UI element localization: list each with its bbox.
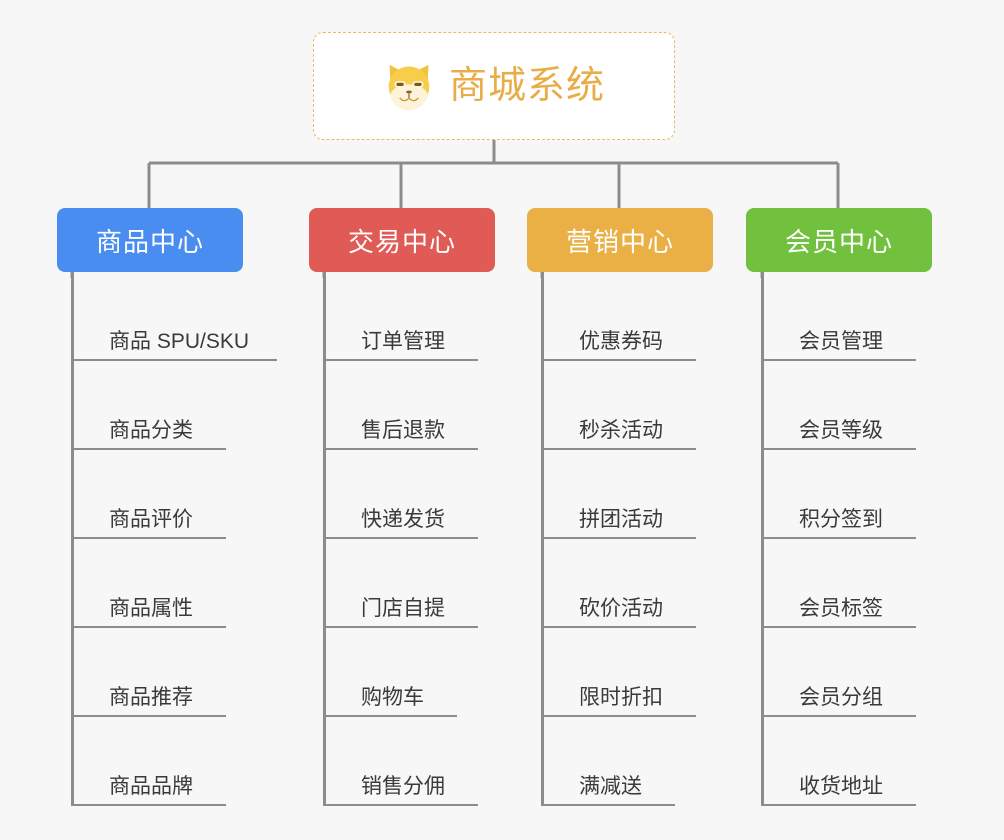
column-spine xyxy=(761,272,764,806)
list-item-underline xyxy=(71,448,226,450)
list-item-label: 快递发货 xyxy=(361,508,445,531)
list-item-underline xyxy=(541,715,696,717)
list-item-label: 售后退款 xyxy=(361,419,445,442)
list-item[interactable]: 满减送 xyxy=(541,717,701,806)
list-item-label: 会员分组 xyxy=(799,686,883,709)
list-item-underline xyxy=(323,804,478,806)
list-item-underline xyxy=(541,804,675,806)
list-item-underline xyxy=(761,804,916,806)
list-item[interactable]: 秒杀活动 xyxy=(541,361,701,450)
list-item-underline xyxy=(541,448,696,450)
list-item[interactable]: 会员标签 xyxy=(761,539,921,628)
list-item[interactable]: 商品评价 xyxy=(71,450,286,539)
list-item-label: 订单管理 xyxy=(361,330,445,353)
list-item[interactable]: 商品 SPU/SKU xyxy=(71,272,286,361)
list-item-label: 满减送 xyxy=(579,775,642,798)
list-item-label: 购物车 xyxy=(361,686,424,709)
list-item[interactable]: 商品分类 xyxy=(71,361,286,450)
category-header-trade[interactable]: 交易中心 xyxy=(309,208,495,272)
list-item-label: 会员管理 xyxy=(799,330,883,353)
column-spine xyxy=(323,272,326,806)
list-item[interactable]: 收货地址 xyxy=(761,717,921,806)
column-marketing: 优惠券码 秒杀活动 拼团活动 砍价活动 限时折扣 满减送 xyxy=(541,272,701,806)
list-item-label: 商品评价 xyxy=(109,508,193,531)
list-item-label: 会员等级 xyxy=(799,419,883,442)
list-item[interactable]: 快递发货 xyxy=(323,450,483,539)
list-item-label: 积分签到 xyxy=(799,508,883,531)
list-item-underline xyxy=(761,359,916,361)
list-item-label: 收货地址 xyxy=(799,775,883,798)
list-item-label: 商品品牌 xyxy=(109,775,193,798)
root-node[interactable]: 商城系统 xyxy=(313,32,675,140)
list-item-underline xyxy=(541,626,696,628)
category-header-member[interactable]: 会员中心 xyxy=(746,208,932,272)
column-spine xyxy=(71,272,74,806)
list-item-underline xyxy=(323,448,478,450)
category-header-marketing[interactable]: 营销中心 xyxy=(527,208,713,272)
list-item-underline xyxy=(761,448,916,450)
list-item[interactable]: 限时折扣 xyxy=(541,628,701,717)
list-item[interactable]: 商品推荐 xyxy=(71,628,286,717)
list-item[interactable]: 门店自提 xyxy=(323,539,483,628)
category-header-label: 会员中心 xyxy=(784,226,893,257)
list-item-label: 优惠券码 xyxy=(579,330,663,353)
list-item-underline xyxy=(761,626,916,628)
category-header-label: 交易中心 xyxy=(347,226,456,257)
list-item[interactable]: 售后退款 xyxy=(323,361,483,450)
list-item-label: 商品属性 xyxy=(109,597,193,620)
list-item-underline xyxy=(761,537,916,539)
column-member: 会员管理 会员等级 积分签到 会员标签 会员分组 收货地址 xyxy=(761,272,921,806)
list-item-underline xyxy=(323,359,478,361)
column-product: 商品 SPU/SKU 商品分类 商品评价 商品属性 商品推荐 商品品牌 xyxy=(71,272,286,806)
list-item[interactable]: 订单管理 xyxy=(323,272,483,361)
list-item[interactable]: 商品品牌 xyxy=(71,717,286,806)
list-item-underline xyxy=(71,359,277,361)
list-item-underline xyxy=(71,626,226,628)
list-item[interactable]: 拼团活动 xyxy=(541,450,701,539)
list-item[interactable]: 购物车 xyxy=(323,628,483,717)
list-item-label: 拼团活动 xyxy=(579,508,663,531)
list-item-underline xyxy=(71,537,226,539)
list-item[interactable]: 商品属性 xyxy=(71,539,286,628)
list-item-underline xyxy=(541,537,696,539)
list-item-label: 门店自提 xyxy=(361,597,445,620)
list-item-label: 限时折扣 xyxy=(579,686,663,709)
list-item-label: 会员标签 xyxy=(799,597,883,620)
dog-face-icon xyxy=(388,64,430,111)
list-item-label: 商品 SPU/SKU xyxy=(109,330,250,353)
list-item-underline xyxy=(323,626,478,628)
column-trade: 订单管理 售后退款 快递发货 门店自提 购物车 销售分佣 xyxy=(323,272,483,806)
list-item[interactable]: 会员分组 xyxy=(761,628,921,717)
list-item-underline xyxy=(541,359,696,361)
list-item-label: 秒杀活动 xyxy=(579,419,663,442)
list-item-underline xyxy=(761,715,916,717)
root-title: 商城系统 xyxy=(448,65,605,107)
list-item-underline xyxy=(71,715,226,717)
list-item-underline xyxy=(71,804,226,806)
list-item-label: 商品推荐 xyxy=(109,686,193,709)
category-header-label: 营销中心 xyxy=(565,226,674,257)
list-item-label: 砍价活动 xyxy=(579,597,663,620)
list-item-label: 商品分类 xyxy=(109,419,193,442)
list-item[interactable]: 销售分佣 xyxy=(323,717,483,806)
column-spine xyxy=(541,272,544,806)
list-item[interactable]: 砍价活动 xyxy=(541,539,701,628)
category-header-product[interactable]: 商品中心 xyxy=(57,208,243,272)
list-item[interactable]: 会员管理 xyxy=(761,272,921,361)
list-item-label: 销售分佣 xyxy=(361,775,445,798)
category-header-label: 商品中心 xyxy=(95,226,204,257)
list-item[interactable]: 积分签到 xyxy=(761,450,921,539)
list-item[interactable]: 优惠券码 xyxy=(541,272,701,361)
list-item-underline xyxy=(323,537,478,539)
list-item[interactable]: 会员等级 xyxy=(761,361,921,450)
list-item-underline xyxy=(323,715,457,717)
